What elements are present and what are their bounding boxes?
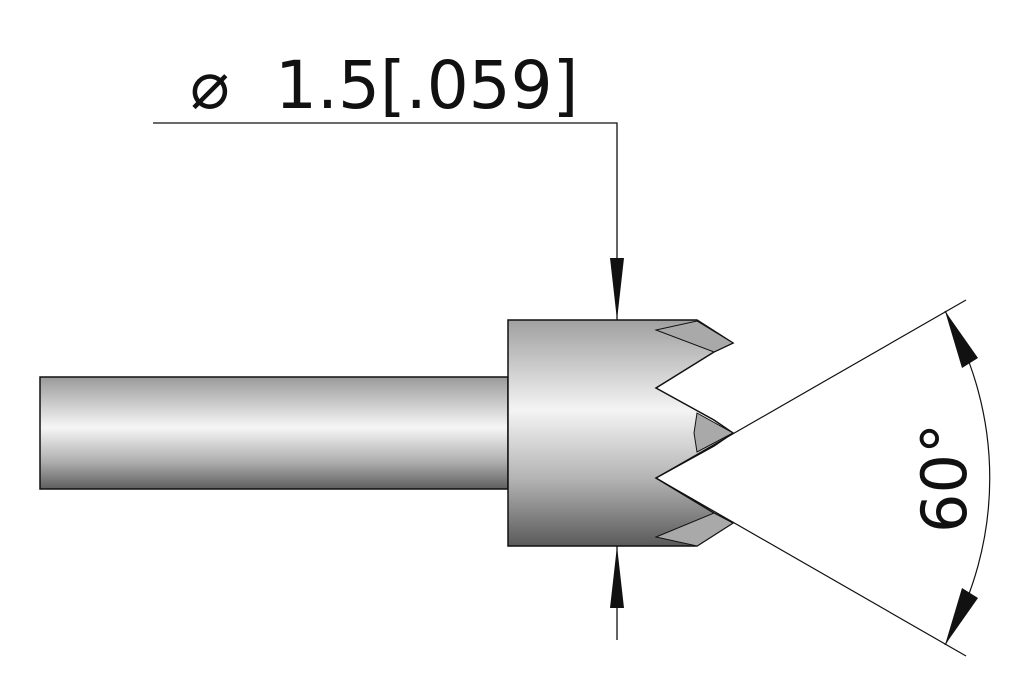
- tooth-facet-bottom: [654, 512, 734, 547]
- arrowhead-down: [610, 258, 624, 320]
- tooth-facet-top: [654, 320, 735, 353]
- angle-arrowhead-top: [945, 311, 978, 368]
- angle-arrowhead-bottom: [945, 588, 978, 645]
- cutter-head: [507, 319, 735, 547]
- tooth-facet-middle: [693, 412, 735, 453]
- tool-shaft: [39, 376, 509, 490]
- arrowhead-up: [610, 546, 624, 608]
- diameter-value: 1.5[.059]: [275, 47, 578, 124]
- angle-value: 60°: [908, 423, 981, 533]
- diameter-symbol: ⌀: [190, 47, 230, 124]
